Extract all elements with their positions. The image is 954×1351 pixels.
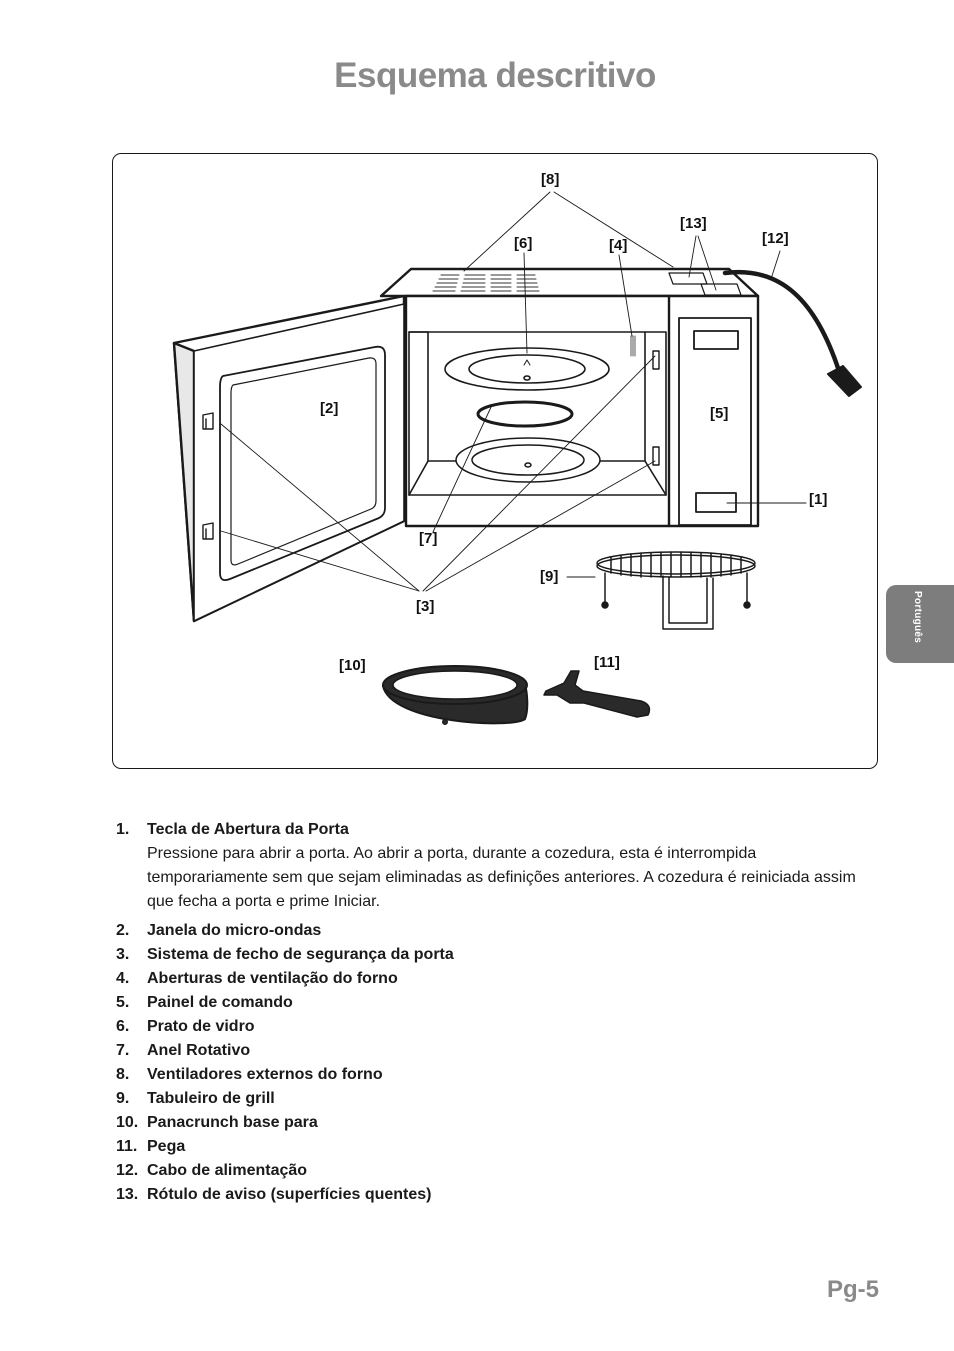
top-vents <box>432 274 540 292</box>
list-item: 10. Panacrunch base para <box>116 1111 856 1135</box>
list-item-name: Tecla de Abertura da Porta <box>147 821 349 838</box>
list-item: 2. Janela do micro-ondas <box>116 919 856 943</box>
list-item-description: Pressione para abrir a porta. Ao abrir a… <box>147 845 856 910</box>
list-item: 12. Cabo de alimentação <box>116 1159 856 1183</box>
list-item-number: 7. <box>116 1042 130 1059</box>
callout-3: [3] <box>416 598 435 615</box>
list-item-number: 11. <box>116 1138 138 1155</box>
list-item-name: Anel Rotativo <box>147 1042 251 1059</box>
list-item: 5. Painel de comando <box>116 991 856 1015</box>
list-item-name: Pega <box>147 1138 186 1155</box>
cavity-latch-holes <box>652 350 660 466</box>
parts-list: 1. Tecla de Abertura da Porta Pressione … <box>116 818 856 1207</box>
list-item-name: Sistema de fecho de segurança da porta <box>147 946 454 963</box>
list-item-name: Tabuleiro de grill <box>147 1090 275 1107</box>
callout-1: [1] <box>809 491 828 508</box>
leader-lines <box>220 191 807 592</box>
callout-9: [9] <box>540 568 559 585</box>
list-item-number: 4. <box>116 970 130 987</box>
list-item: 1. Tecla de Abertura da Porta Pressione … <box>116 818 856 914</box>
cavity-vent-slits <box>630 335 636 357</box>
grill-rack <box>596 551 756 630</box>
list-item: 11. Pega <box>116 1135 856 1159</box>
control-panel <box>678 317 752 526</box>
list-item: 7. Anel Rotativo <box>116 1039 856 1063</box>
list-item-number: 10. <box>116 1114 139 1131</box>
callout-10: [10] <box>339 657 366 674</box>
list-item-number: 8. <box>116 1066 130 1083</box>
warning-labels <box>668 272 742 296</box>
list-item: 3. Sistema de fecho de segurança da port… <box>116 943 856 967</box>
list-item: 4. Aberturas de ventilação do forno <box>116 967 856 991</box>
list-item-number: 6. <box>116 1018 130 1035</box>
oven-door <box>172 294 406 623</box>
pan-handle <box>543 670 651 718</box>
list-item-number: 12. <box>116 1162 139 1179</box>
list-item-name: Ventiladores externos do forno <box>147 1066 383 1083</box>
list-item-name: Cabo de alimentação <box>147 1162 308 1179</box>
microwave-illustration <box>172 191 862 725</box>
panacrunch-pan <box>382 665 529 725</box>
callout-13: [13] <box>680 215 707 232</box>
list-item: 6. Prato de vidro <box>116 1015 856 1039</box>
language-tab-label: Português <box>912 591 923 644</box>
floor-plate <box>455 437 601 483</box>
list-item: 9. Tabuleiro de grill <box>116 1087 856 1111</box>
microwave-diagram: [8] [13] [12] [6] [4] [2] [5] [1] [7] [9… <box>112 153 878 769</box>
list-item-number: 2. <box>116 922 130 939</box>
list-item-number: 9. <box>116 1090 130 1107</box>
list-item-name: Rótulo de aviso (superfícies quentes) <box>147 1186 432 1203</box>
list-item-number: 3. <box>116 946 130 963</box>
list-item-name: Aberturas de ventilação do forno <box>147 970 398 987</box>
list-item-number: 5. <box>116 994 130 1011</box>
list-item-number: 1. <box>116 821 130 838</box>
list-item-number: 13. <box>116 1186 139 1203</box>
list-item-name: Janela do micro-ondas <box>147 922 322 939</box>
page-title: Esquema descritivo <box>334 56 656 95</box>
callout-5: [5] <box>710 405 729 422</box>
roller-ring <box>476 400 574 428</box>
list-item-name: Panacrunch base para <box>147 1114 318 1131</box>
list-item: 8. Ventiladores externos do forno <box>116 1063 856 1087</box>
list-item-name: Painel de comando <box>147 994 293 1011</box>
door-latch-hooks <box>202 412 214 540</box>
callout-8: [8] <box>541 171 560 188</box>
language-tab: Português <box>886 585 954 663</box>
callout-2: [2] <box>320 400 339 417</box>
callout-4: [4] <box>609 237 628 254</box>
callout-6: [6] <box>514 235 533 252</box>
glass-tray <box>444 347 610 391</box>
list-item-name: Prato de vidro <box>147 1018 255 1035</box>
page-number: Pg-5 <box>826 1276 879 1303</box>
callout-7: [7] <box>419 530 438 547</box>
callout-12: [12] <box>762 230 789 247</box>
power-cable <box>722 269 862 397</box>
list-item: 13. Rótulo de aviso (superfícies quentes… <box>116 1183 856 1207</box>
callout-11: [11] <box>594 654 620 671</box>
